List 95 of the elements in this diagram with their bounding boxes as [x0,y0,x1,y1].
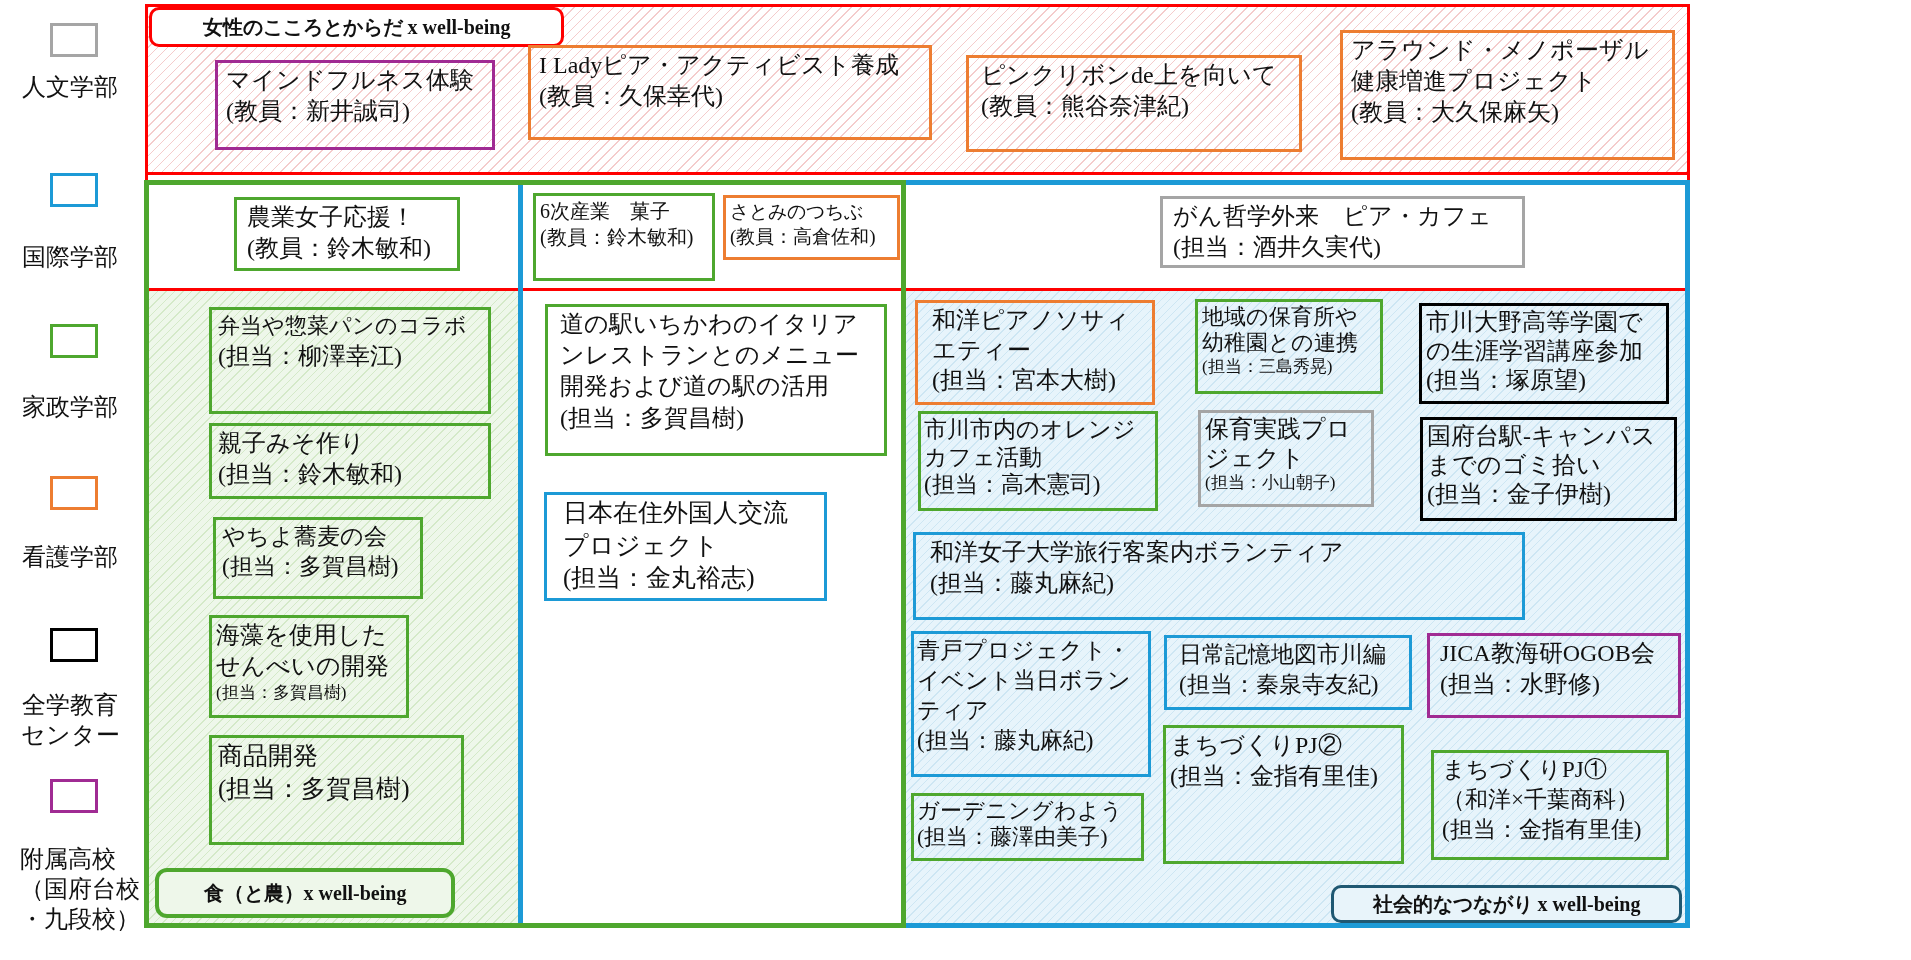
person-in-charge: (担当：金指有里佳) [1170,762,1379,792]
person-in-charge: (担当：金丸裕志) [563,563,756,594]
person-in-charge: (教員：熊谷奈津紀) [981,92,1190,122]
project-title: まちづくりPJ② [1170,731,1343,760]
project-title: 日本在住外国人交流プロジェクト [563,498,789,561]
person-in-charge: (担当：多賀昌樹) [222,552,400,581]
person-in-charge: (担当：藤丸麻紀) [917,726,1095,755]
project-box [913,532,1525,620]
person-in-charge: (教員：高倉佐和) [730,224,877,249]
person-in-charge: (教員：久保幸代) [539,82,724,112]
project-title: まちづくりPJ① [1442,756,1608,784]
project-box [209,423,491,499]
theme-area [144,180,906,928]
project-box [215,60,495,150]
project-title: 親子みそ作り [218,429,366,458]
legend-label: 全学教育センター [19,691,121,750]
theme-label: 食（と農）x well-being [155,868,455,918]
person-in-charge: (担当：小山朝子) [1205,472,1337,493]
project-box [1195,299,1383,394]
project-title: がん哲学外来 ピア・カフェ [1173,202,1493,231]
project-box [1160,196,1525,268]
project-title: さとみのつちぶ [730,200,864,224]
project-title: 国府台駅-キャンパスまでのゴミ拾い [1427,422,1657,480]
theme-label: 社会的なつながり x well-being [1331,885,1682,923]
project-title: マインドフルネス体験 [226,66,475,95]
person-in-charge: (担当：高木憲司) [924,471,1102,499]
person-in-charge: (担当：水野修) [1440,670,1601,700]
person-in-charge: (担当：金指有里佳) [1442,815,1643,844]
person-in-charge: (担当：多賀昌樹) [216,682,348,705]
project-box [544,492,827,601]
person-in-charge: (担当：藤澤由美子) [917,824,1109,851]
project-box [234,197,460,271]
project-title: 市川大野高等学園での生涯学習講座参加 [1426,308,1644,366]
project-title: ガーデニングわよう [917,798,1124,825]
person-in-charge: (教員：鈴木敏和) [540,225,695,250]
project-title: 市川市内のオレンジカフェ活動 [924,416,1137,472]
project-subtitle: （和洋×千葉商科） [1442,785,1640,814]
legend-label: 附属高校（国府台校・九段校） [20,845,141,934]
project-title: 6次産業 菓子 [540,199,671,224]
project-title: 保育実践プロジェクト [1205,415,1352,473]
project-box [915,300,1155,405]
project-box [213,517,423,599]
project-box [911,631,1151,777]
project-box [209,735,464,845]
legend-label: 看護学部 [21,543,119,572]
project-box [1431,750,1669,860]
project-title: 海藻を使用したせんべいの開発 [216,621,390,682]
legend-label: 人文学部 [21,73,119,102]
project-title: 日常記憶地図市川編 [1179,641,1387,669]
person-in-charge: (担当：金子伊樹) [1427,479,1612,509]
project-box [209,615,409,718]
person-in-charge: (担当：鈴木敏和) [218,460,403,490]
project-box [1340,30,1675,160]
person-in-charge: (担当：柳澤幸江) [218,341,403,371]
project-title: 農業女子応援！ [247,203,416,232]
project-title: 和洋ピアノソサィエティー [932,306,1131,365]
project-box [1163,725,1404,864]
project-box [911,793,1144,861]
project-title: ピンクリボンde上を向いて [981,61,1278,90]
project-title: I Ladyピア・アクティビスト養成 [539,51,901,80]
legend-label: 家政学部 [21,393,119,422]
person-in-charge: (担当：三島秀晃) [1202,356,1334,378]
project-box [1420,417,1677,521]
person-in-charge: (担当：宮本大樹) [932,366,1117,395]
project-box [1198,410,1374,507]
project-title: JICA教海研OGOB会 [1440,639,1656,668]
person-in-charge: (教員：鈴木敏和) [247,234,432,264]
project-title: やちよ蕎麦の会 [222,523,388,551]
project-title: 青戸プロジェクト・イベント当日ボランティア [917,637,1132,725]
project-title: 商品開発 [218,741,319,771]
theme-label: 女性のこころとからだ x well-being [149,7,564,47]
project-box [918,411,1158,511]
project-title: 道の駅いちかわのイタリアンレストランとのメニュー開発および道の駅の活用 [560,310,860,402]
project-box [723,195,900,260]
project-box [528,45,932,140]
person-in-charge: (担当：塚原望) [1426,365,1587,395]
person-in-charge: (担当：秦泉寺友紀) [1179,670,1380,699]
person-in-charge: (担当：多賀昌樹) [218,773,411,805]
project-box [1164,635,1412,710]
person-in-charge: (担当：藤丸麻紀) [930,569,1115,599]
project-title: 和洋女子大学旅行客案内ボランティア [930,538,1345,567]
project-title: 地域の保育所や幼稚園との連携 [1202,304,1359,357]
project-box [1427,633,1681,718]
project-box [209,307,491,414]
person-in-charge: (担当：多賀昌樹) [560,403,745,433]
project-box [1419,303,1669,404]
project-box [533,193,715,281]
person-in-charge: (教員：新井誠司) [226,97,411,127]
project-title: アラウンド・メノポーザル健康増進プロジェクト [1351,36,1650,97]
project-box [966,55,1302,152]
person-in-charge: (担当：酒井久実代) [1173,233,1382,263]
legend-label: 国際学部 [21,243,119,272]
person-in-charge: (教員：大久保麻矢) [1351,98,1560,128]
project-box [545,304,887,456]
project-title: 弁当や惣菜パンのコラボ [218,312,468,340]
